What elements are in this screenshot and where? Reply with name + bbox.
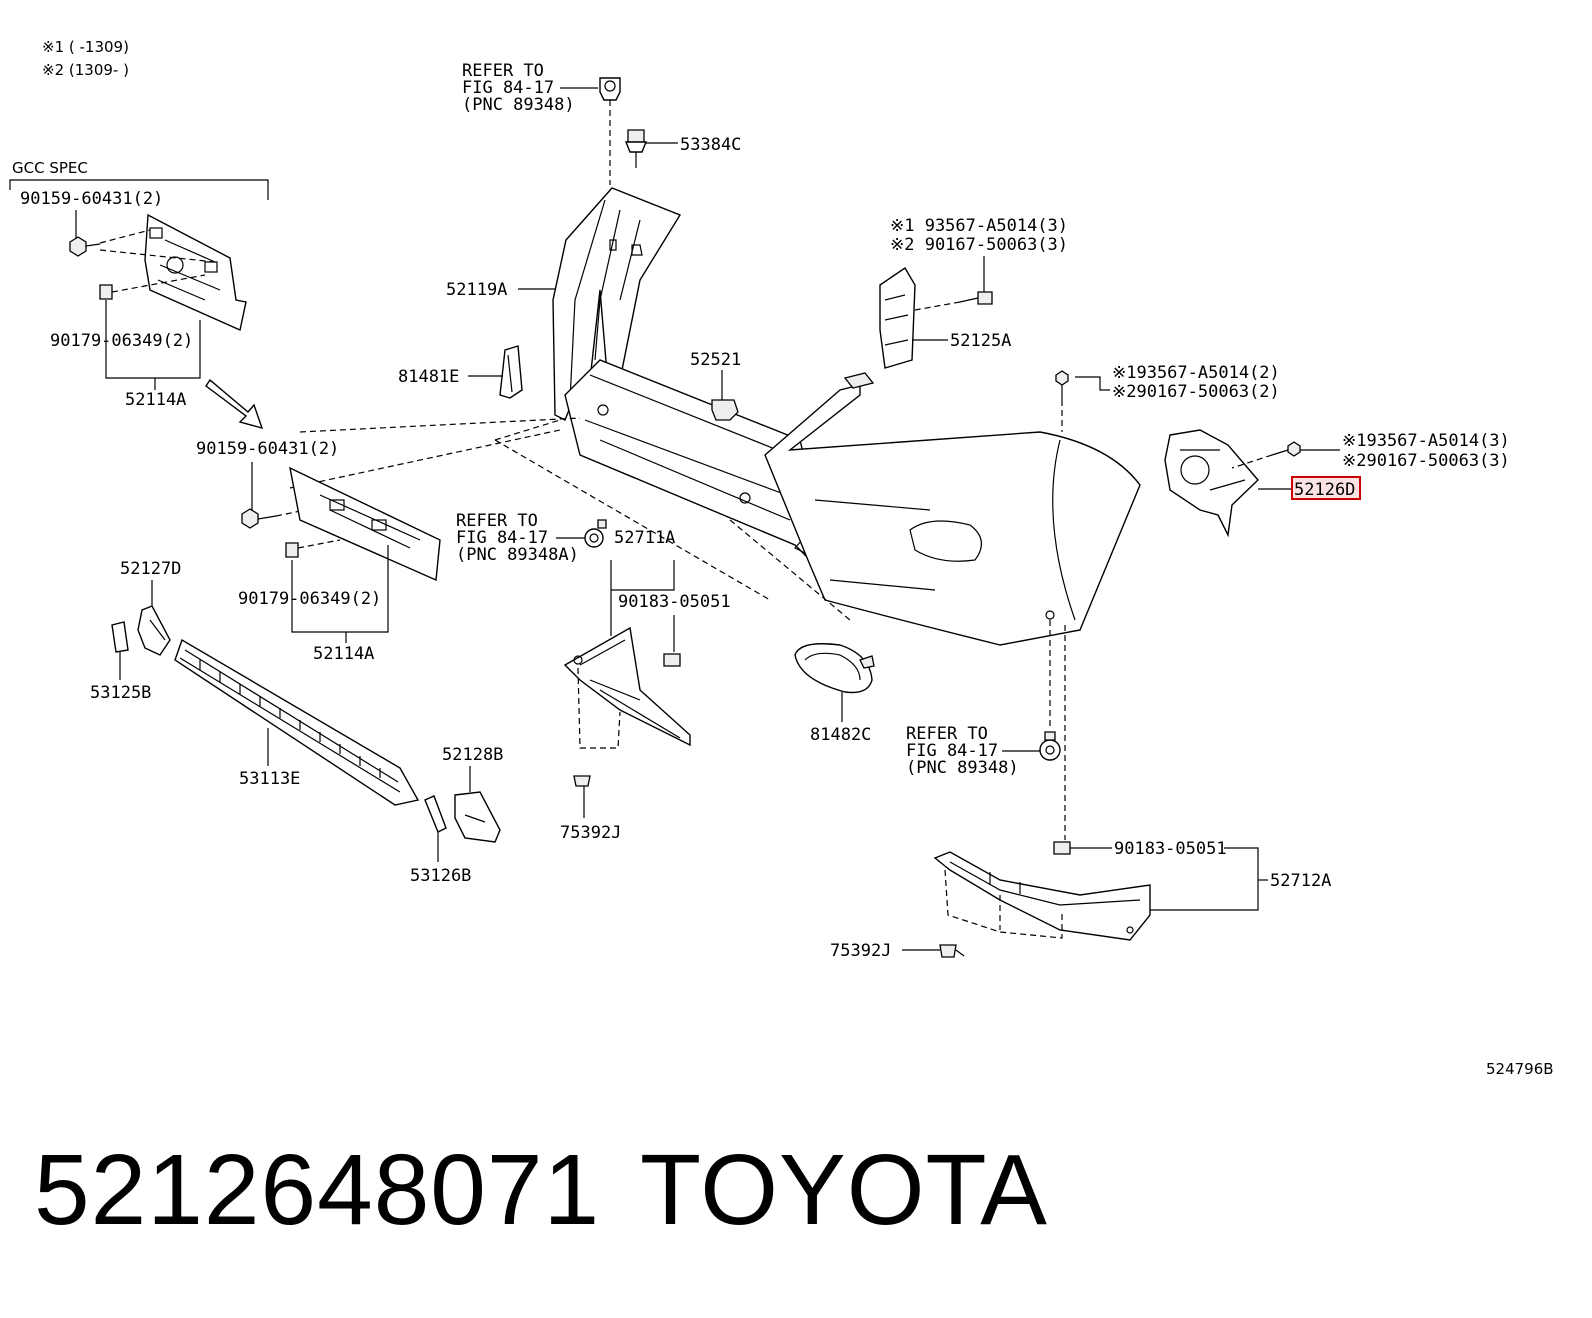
sensor-clip-mid[interactable] [584, 519, 607, 548]
note-93567-b: ※193567-A5014(2) [1112, 363, 1280, 383]
label-53125B: 53125B [90, 683, 151, 703]
refer-top-line1: REFER TO [462, 61, 544, 81]
label-52126D[interactable]: 52126D [1294, 480, 1355, 500]
gcc-spec-label: GCC SPEC [12, 159, 88, 177]
note-2: ※2 (1309- ) [42, 61, 129, 79]
label-81482C: 81482C [810, 725, 871, 745]
nut-90183-a[interactable] [663, 653, 681, 667]
label-52114A-upper: 52114A [125, 390, 186, 410]
part-52711A-lower[interactable] [563, 626, 691, 747]
label-90159-mid: 90159-60431(2) [196, 439, 339, 459]
note-90167-a: ※2 90167-50063(3) [890, 235, 1068, 255]
note-90167-c: ※290167-50063(3) [1342, 451, 1510, 471]
part-53125B[interactable] [111, 621, 129, 653]
bolt-90159-upper[interactable] [69, 236, 101, 257]
screw-bumper-top[interactable] [1055, 370, 1069, 400]
footer-part-number: 5212648071 [34, 1134, 601, 1246]
part-52127D[interactable] [137, 605, 171, 656]
part-53113E[interactable] [174, 638, 420, 806]
screw-52125A[interactable] [959, 291, 993, 305]
clip-75392J-b[interactable] [939, 944, 965, 958]
note-90167-b: ※290167-50063(2) [1112, 382, 1280, 402]
note-1: ※1 ( -1309) [42, 38, 129, 56]
refer-bot-line2: FIG 84-17 [906, 741, 998, 761]
nut-90183-b[interactable] [1053, 841, 1071, 855]
label-52521: 52521 [690, 350, 741, 370]
part-52114A-mid[interactable] [289, 466, 441, 582]
clip-53384C[interactable] [624, 129, 648, 168]
label-53384C: 53384C [680, 135, 741, 155]
sensor-clip-top[interactable] [599, 77, 621, 101]
screw-52126D[interactable] [1271, 441, 1301, 457]
part-53126B[interactable] [424, 795, 447, 833]
refer-top-line2: FIG 84-17 [462, 78, 554, 98]
nut-90179-upper[interactable] [99, 284, 113, 300]
label-75392J-a: 75392J [560, 823, 621, 843]
label-52125A: 52125A [950, 331, 1011, 351]
note-93567-c: ※193567-A5014(3) [1342, 431, 1510, 451]
label-52712A: 52712A [1270, 871, 1331, 891]
part-52712A[interactable] [933, 851, 1151, 941]
part-52126D[interactable] [1164, 429, 1259, 538]
direction-arrow [205, 378, 264, 430]
highlight-box-52126D [1291, 476, 1361, 500]
label-90179-mid: 90179-06349(2) [238, 589, 381, 609]
refer-bot-line3: (PNC 89348) [906, 758, 1019, 778]
part-52128B[interactable] [454, 791, 501, 843]
label-52119A: 52119A [446, 280, 507, 300]
label-90179-upper: 90179-06349(2) [50, 331, 193, 351]
part-81481E[interactable] [499, 345, 523, 399]
part-52521[interactable] [711, 399, 739, 421]
label-53113E: 53113E [239, 769, 300, 789]
refer-mid-line3: (PNC 89348A) [456, 545, 579, 565]
refer-mid-line1: REFER TO [456, 511, 538, 531]
label-53126B: 53126B [410, 866, 471, 886]
figure-id: 524796B [1486, 1060, 1554, 1078]
gcc-spec-bracket [9, 179, 269, 200]
label-52114A-mid: 52114A [313, 644, 374, 664]
refer-top-line3: (PNC 89348) [462, 95, 575, 115]
clip-75392J-a[interactable] [573, 775, 591, 787]
note-93567-a: ※1 93567-A5014(3) [890, 216, 1068, 236]
label-81481E: 81481E [398, 367, 459, 387]
label-52711A: 52711A [614, 528, 675, 548]
label-90183-a: 90183-05051 [618, 592, 731, 612]
label-52127D: 52127D [120, 559, 181, 579]
nut-90179-mid[interactable] [285, 542, 299, 558]
refer-bot-line1: REFER TO [906, 724, 988, 744]
part-52114A-upper[interactable] [144, 213, 247, 331]
part-52125A[interactable] [879, 267, 916, 369]
label-90183-b: 90183-05051 [1114, 839, 1227, 859]
sensor-clip-bottom[interactable] [1039, 731, 1061, 761]
front-bumper-cover[interactable] [764, 372, 1141, 646]
label-75392J-b: 75392J [830, 941, 891, 961]
refer-mid-line2: FIG 84-17 [456, 528, 548, 548]
footer-brand: TOYOTA [640, 1134, 1048, 1246]
bolt-90159-mid[interactable] [241, 508, 277, 529]
label-90159-upper: 90159-60431(2) [20, 189, 163, 209]
label-52128B: 52128B [442, 745, 503, 765]
part-81482C[interactable] [794, 643, 875, 694]
